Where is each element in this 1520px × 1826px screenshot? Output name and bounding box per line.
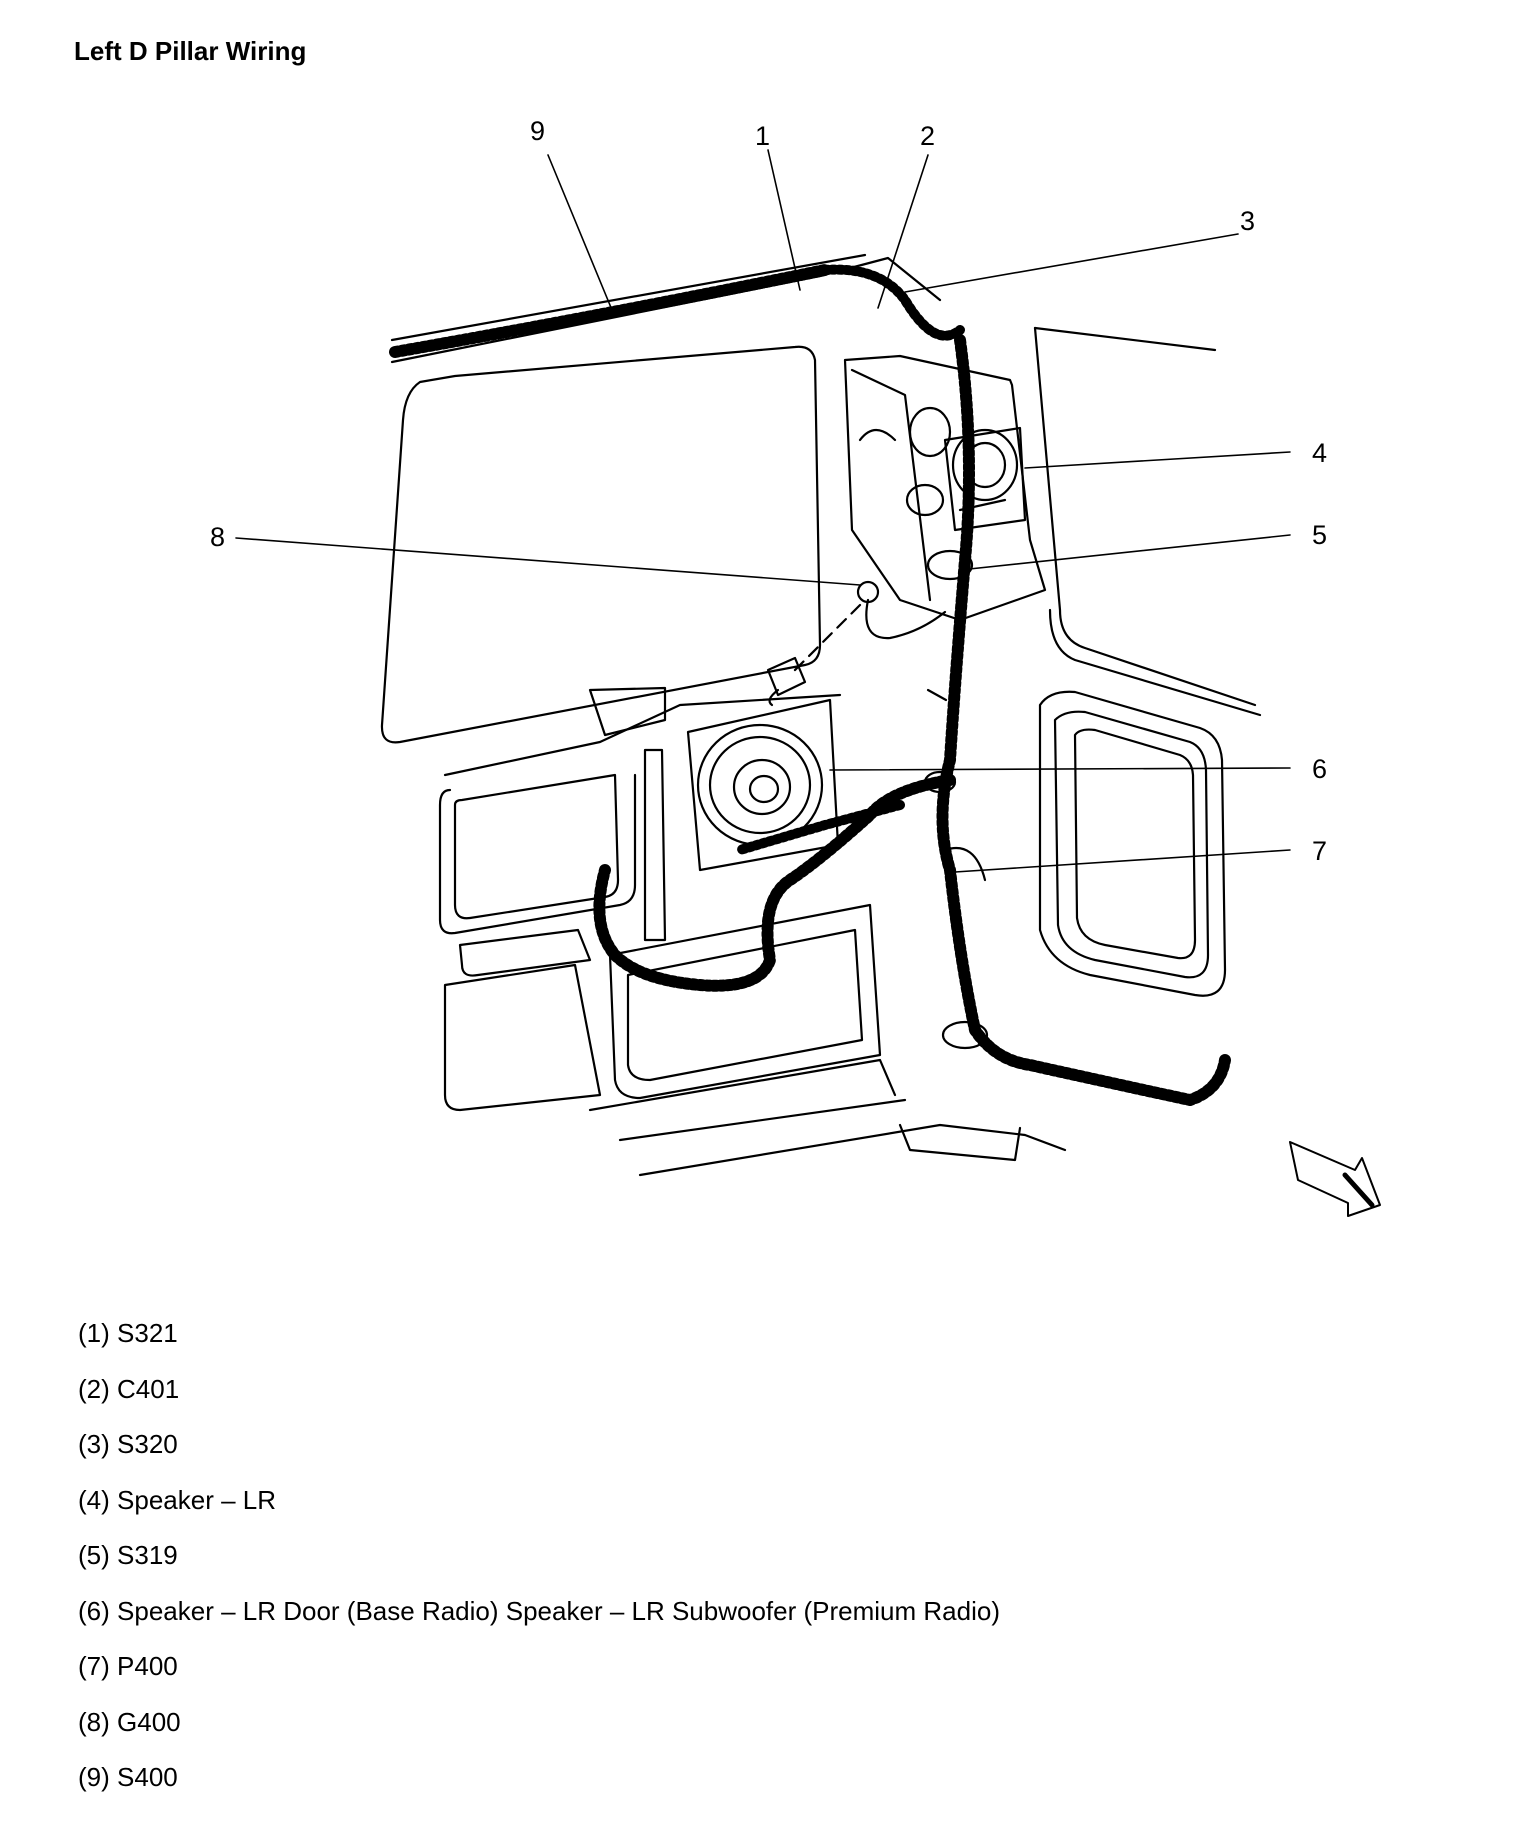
legend-item: (8) G400 bbox=[78, 1707, 1000, 1763]
callout-3: 3 bbox=[1240, 206, 1255, 236]
pillar-wiring-diagram: 9 1 2 3 4 5 6 7 8 bbox=[210, 116, 1381, 1217]
callout-2: 2 bbox=[920, 121, 935, 151]
legend-number: (3) bbox=[78, 1429, 110, 1459]
legend-label: S321 bbox=[117, 1318, 178, 1348]
pillar-harness bbox=[593, 334, 1231, 1106]
leader-lines bbox=[235, 149, 1291, 873]
legend-list: (1) S321 (2) C401 (3) S320 (4) Speaker –… bbox=[78, 1318, 1000, 1818]
legend-item: (6) Speaker – LR Door (Base Radio) Speak… bbox=[78, 1596, 1000, 1652]
legend-label: P400 bbox=[117, 1651, 178, 1681]
side-body bbox=[1033, 326, 1262, 997]
legend-number: (9) bbox=[78, 1762, 110, 1792]
roof-harness bbox=[389, 264, 965, 358]
inner-panel bbox=[438, 686, 1067, 1177]
callout-7: 7 bbox=[1312, 836, 1327, 866]
legend-label: Speaker – LR Door (Base Radio) Speaker –… bbox=[117, 1595, 1000, 1626]
legend-item: (2) C401 bbox=[78, 1374, 1000, 1430]
legend-label: C401 bbox=[117, 1373, 180, 1404]
callout-4: 4 bbox=[1312, 438, 1327, 468]
legend-label: Speaker – LR bbox=[117, 1484, 276, 1515]
callout-9: 9 bbox=[530, 116, 545, 146]
legend-label: S319 bbox=[117, 1540, 178, 1570]
direction-arrow-icon bbox=[1289, 1141, 1381, 1217]
callout-6: 6 bbox=[1312, 754, 1327, 784]
legend-item: (1) S321 bbox=[78, 1318, 1000, 1374]
legend-item: (7) P400 bbox=[78, 1651, 1000, 1707]
legend-number: (7) bbox=[78, 1651, 110, 1681]
rear-window bbox=[380, 345, 822, 744]
legend-number: (8) bbox=[78, 1706, 110, 1737]
speaker-lr bbox=[943, 426, 1027, 532]
quarter-window bbox=[1038, 690, 1227, 997]
legend-number: (4) bbox=[78, 1484, 110, 1515]
legend-item: (5) S319 bbox=[78, 1540, 1000, 1596]
legend-label: S400 bbox=[117, 1762, 178, 1792]
legend-number: (2) bbox=[78, 1373, 110, 1404]
connector-details bbox=[923, 688, 989, 1050]
legend-number: (5) bbox=[78, 1540, 110, 1570]
callout-8: 8 bbox=[210, 522, 225, 552]
legend-item: (3) S320 bbox=[78, 1429, 1000, 1485]
legend-item: (9) S400 bbox=[78, 1762, 1000, 1818]
page-title: Left D Pillar Wiring bbox=[74, 36, 307, 66]
legend-number: (6) bbox=[78, 1595, 110, 1626]
callout-5: 5 bbox=[1312, 520, 1327, 550]
legend-item: (4) Speaker – LR bbox=[78, 1485, 1000, 1541]
callout-1: 1 bbox=[755, 121, 770, 151]
d-pillar bbox=[843, 354, 1047, 622]
legend-label: S320 bbox=[117, 1429, 178, 1459]
legend-number: (1) bbox=[78, 1318, 110, 1348]
ground-bolt bbox=[766, 580, 947, 707]
legend-label: G400 bbox=[117, 1706, 181, 1737]
